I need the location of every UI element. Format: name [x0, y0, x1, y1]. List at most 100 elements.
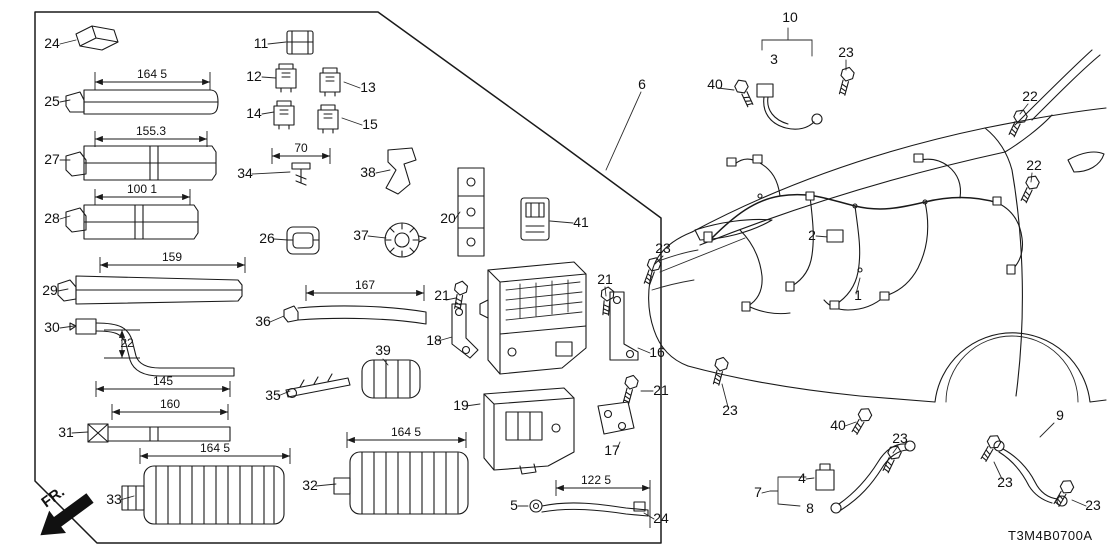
- part-number-label: 6: [638, 76, 646, 92]
- dimension-lines: [94, 72, 651, 528]
- part-25-harness-tube: [65, 89, 219, 115]
- part-number-label: 5: [510, 497, 518, 513]
- diagram-code: T3M4B0700A: [1008, 528, 1093, 543]
- part-number-label: 30: [44, 319, 60, 335]
- part-number-label: 10: [782, 9, 798, 25]
- part-number-label: 23: [1085, 497, 1101, 513]
- part-number-label: 29: [42, 282, 58, 298]
- part-number-label: 41: [573, 214, 589, 230]
- part-19-box: [483, 387, 575, 475]
- part-number-label: 33: [106, 491, 122, 507]
- part-27-harness-tube: [65, 145, 217, 181]
- part-number-label: 14: [246, 105, 262, 121]
- part-number-label: 35: [265, 387, 281, 403]
- part-number-label: 36: [255, 313, 271, 329]
- part-number-label: 16: [649, 344, 665, 360]
- dimension-label: 155.3: [136, 124, 166, 138]
- part-number-label: 28: [44, 210, 60, 226]
- part-number-label: 23: [997, 474, 1013, 490]
- part-17-bracket: [597, 401, 635, 435]
- part-number-label: 22: [1026, 157, 1042, 173]
- part-8-cable: [830, 440, 916, 514]
- part-number-label: 17: [604, 442, 620, 458]
- part-number-label: 23: [838, 44, 854, 60]
- dimension-label: 70: [294, 141, 308, 155]
- dimension-label: 22: [120, 336, 134, 350]
- part-39-tube: [361, 359, 421, 399]
- part-number-label: 13: [360, 79, 376, 95]
- part-40-bolt-b: [848, 405, 875, 437]
- part-number-label: 37: [353, 227, 369, 243]
- part-number-label: 1: [854, 287, 862, 303]
- part-2-connector: [826, 229, 844, 243]
- part-4-clip: [815, 463, 835, 491]
- part-28-harness-tube: [65, 204, 199, 240]
- part-number-label: 39: [375, 342, 391, 358]
- part-24-clip: [75, 25, 119, 51]
- part-number-label: 26: [259, 230, 275, 246]
- wire-harness-drawing: [703, 153, 1024, 315]
- part-number-label: 4: [798, 470, 806, 486]
- part-number-label: 21: [597, 271, 613, 287]
- part-34-clip: [291, 162, 311, 186]
- vehicle-outline: [648, 49, 1107, 403]
- fuse-box-drawing: [479, 261, 587, 375]
- dimension-label: 164 5: [391, 425, 421, 439]
- part-number-label: 34: [237, 165, 253, 181]
- part-15-fuse: [317, 104, 339, 134]
- part-40-bolt-a: [732, 77, 757, 109]
- part-21-bolt-c: [619, 373, 640, 405]
- part-32-harness-tube: [333, 451, 469, 515]
- part-22-bolt-b: [1017, 173, 1042, 205]
- part-number-label: 24: [44, 35, 60, 51]
- dimension-label: 145: [153, 374, 173, 388]
- part-number-label: 23: [655, 240, 671, 256]
- right-side-parts: [640, 65, 1077, 514]
- part-number-label: 25: [44, 93, 60, 109]
- dimension-label: 159: [162, 250, 182, 264]
- part-number-label: 22: [1022, 88, 1038, 104]
- part-16-bracket: [609, 291, 639, 361]
- part-33-harness-tube: [121, 465, 285, 525]
- part-23-bolt-e: [977, 432, 1004, 464]
- part-3-cable: [756, 83, 823, 130]
- part-number-label: 40: [707, 76, 723, 92]
- part-number-label: 3: [770, 51, 778, 67]
- part-number-label: 27: [44, 151, 60, 167]
- part-23-bolt-f: [1050, 477, 1077, 509]
- part-21-bolt-b: [599, 285, 615, 317]
- part-number-label: 9: [1056, 407, 1064, 423]
- part-24b-cable: [541, 501, 649, 517]
- part-number-label: 11: [254, 35, 269, 51]
- part-30-harness-branch: [69, 318, 235, 377]
- part-number-label: 2: [808, 227, 816, 243]
- part-29-harness-tube: [57, 275, 243, 305]
- part-23-bolt-c: [709, 355, 730, 387]
- dimension-label: 122 5: [581, 473, 611, 487]
- dimension-label: 100 1: [127, 182, 157, 196]
- fr-arrow: FR.: [38, 483, 94, 536]
- part-9-cable: [993, 440, 1068, 507]
- part-38-bracket: [385, 147, 417, 195]
- part-20-bracket: [457, 167, 485, 257]
- part-13-fuse: [319, 67, 341, 97]
- part-number-label: 32: [302, 477, 318, 493]
- part-37-grommet: [384, 222, 427, 258]
- part-31-harness-tube: [87, 423, 231, 443]
- part-number-label: 23: [892, 430, 908, 446]
- part-number-label: 21: [434, 287, 450, 303]
- part-23-bolt-a: [835, 65, 856, 97]
- part-18-bracket: [451, 303, 479, 359]
- part-number-label: 40: [830, 417, 846, 433]
- part-number-label: 24: [653, 510, 669, 526]
- part-number-label: 20: [440, 210, 456, 226]
- part-number-label: 21: [653, 382, 669, 398]
- part-number-label: 23: [722, 402, 738, 418]
- dimension-label: 160: [160, 397, 180, 411]
- leader-lines: [57, 27, 1087, 520]
- part-26-grommet: [286, 226, 320, 255]
- part-23-bolt-d: [879, 443, 904, 475]
- part-11-relay: [286, 30, 314, 55]
